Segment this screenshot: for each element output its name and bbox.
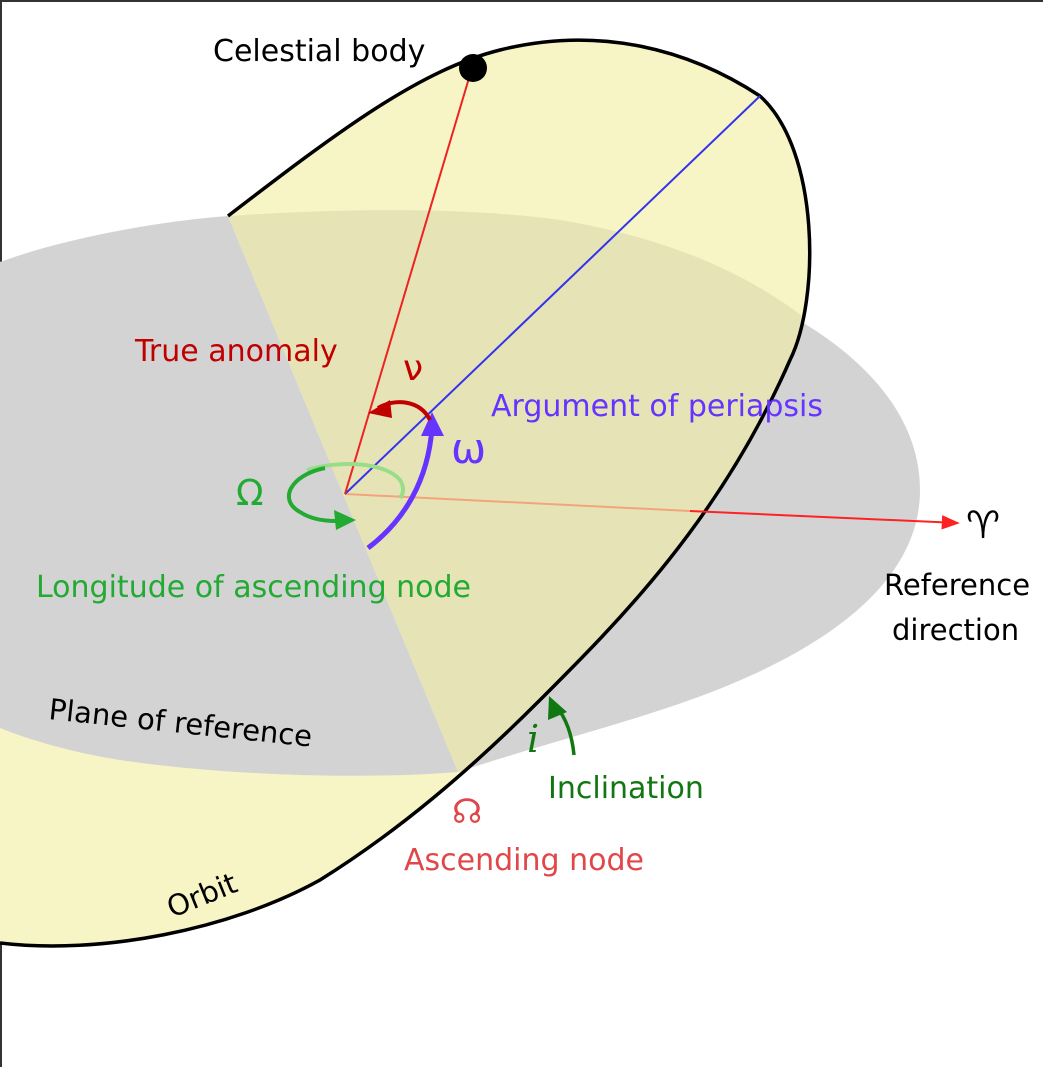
periapsis-arc [366,427,435,550]
inclination-arrowhead [548,696,567,720]
longitude-node-arrowhead [334,510,356,530]
reference-direction-label-2: direction [892,613,1019,647]
true-anomaly-symbol: ν [403,348,423,389]
inclination-label: Inclination [548,771,704,806]
argument-of-periapsis-label: Argument of periapsis [491,389,823,424]
celestial-body-dot [459,54,487,82]
periapsis-arrowhead [421,412,444,436]
orbit-outline [0,38,812,948]
inclination-symbol: i [527,717,539,761]
celestial-body-radius-line [344,67,473,495]
argument-of-periapsis-symbol: ω [451,424,486,473]
ascending-node-symbol: ☊ [452,792,482,832]
longitude-node-symbol: Ω [236,473,264,514]
longitude-node-arc [287,466,353,523]
reference-plane-right [458,315,920,772]
celestial-body-label: Celestial body [213,34,425,69]
true-anomaly-arrowhead [368,400,392,418]
reference-direction-arrow [689,510,960,530]
longitude-node-label: Longitude of ascending node [36,570,471,605]
ascending-node-label: Ascending node [404,843,644,878]
longitude-node-arc-light [306,462,405,500]
periapsis-line [344,95,761,495]
reference-plane-left [0,216,458,776]
true-anomaly-label: True anomaly [134,334,338,369]
reference-direction-label-1: Reference [884,568,1030,602]
reference-direction-symbol: ♈ [966,503,1000,547]
